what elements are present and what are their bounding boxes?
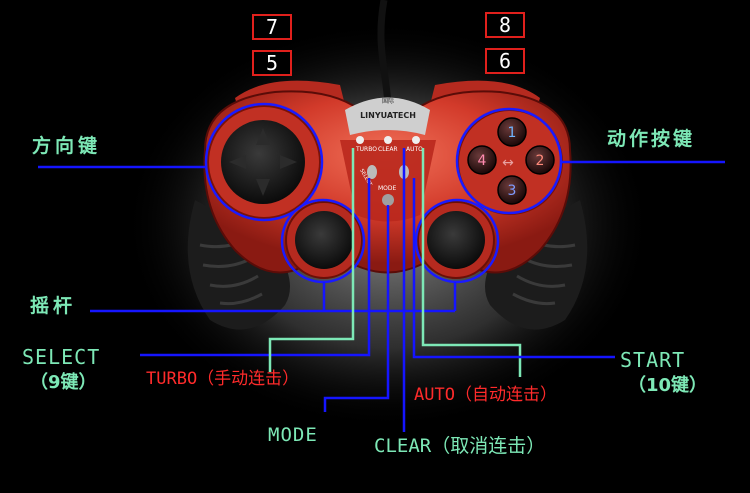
auto-button[interactable]	[412, 136, 420, 144]
auto-printed: AUTO	[406, 146, 423, 153]
select-button[interactable]	[367, 165, 377, 179]
shoulder-r1-box: 6	[485, 48, 525, 74]
clear-printed: CLEAR	[378, 146, 398, 153]
action-ring	[455, 107, 563, 215]
shoulder-l1-box: 5	[252, 50, 292, 76]
label-clear: CLEAR（取消连击）	[374, 435, 546, 457]
leader-auto	[421, 148, 522, 377]
leader-lines	[38, 148, 725, 432]
label-dpad: 方向键	[32, 135, 102, 157]
label-select: SELECT	[22, 345, 101, 369]
function-panel	[340, 140, 436, 222]
right-stick[interactable]	[427, 211, 485, 269]
shoulder-l2-box: 7	[252, 14, 292, 40]
label-turbo: TURBO（手动连击）	[146, 369, 300, 389]
dpad-arrows-icon	[229, 128, 297, 196]
face-button-2[interactable]	[525, 145, 555, 175]
face-button-label-2: 2	[536, 153, 545, 169]
face-button-4[interactable]	[467, 145, 497, 175]
face-button-label-1: 1	[508, 125, 517, 141]
turbo-button[interactable]	[356, 136, 364, 144]
label-start-key: （10键）	[628, 375, 708, 396]
left-stick[interactable]	[295, 211, 353, 269]
dpad-ring	[204, 102, 324, 222]
dpad[interactable]	[221, 120, 305, 204]
clear-button[interactable]	[384, 136, 392, 144]
mode-printed: MODE	[378, 185, 397, 192]
face-buttons: 1 2 3 4	[467, 117, 555, 205]
leader-turbo	[268, 148, 355, 372]
leader-select	[140, 178, 371, 357]
shoulder-r2-box: 8	[485, 12, 525, 38]
swap-arrow-icon: ↔	[502, 155, 514, 171]
turbo-printed: TURBO	[355, 146, 377, 153]
label-auto: AUTO（自动连击）	[414, 385, 557, 405]
mode-button[interactable]	[382, 194, 394, 206]
brand-panel	[345, 97, 430, 135]
brand-logo: LINYUATECH	[360, 111, 416, 120]
face-button-label-4: 4	[478, 153, 487, 169]
label-action-buttons: 动作按键	[607, 128, 696, 150]
label-start: START	[620, 348, 686, 372]
right-stick-ring	[414, 198, 500, 284]
face-button-3[interactable]	[497, 175, 527, 205]
brand-cn: 国际	[382, 97, 394, 105]
face-button-1[interactable]	[497, 117, 527, 147]
label-select-key: （9键）	[30, 372, 97, 393]
label-joystick: 摇杆	[30, 295, 77, 317]
leader-start	[412, 178, 615, 359]
label-mode: MODE	[268, 424, 318, 446]
leader-mode	[323, 205, 390, 412]
face-button-label-3: 3	[508, 183, 517, 199]
cable	[377, 0, 392, 106]
